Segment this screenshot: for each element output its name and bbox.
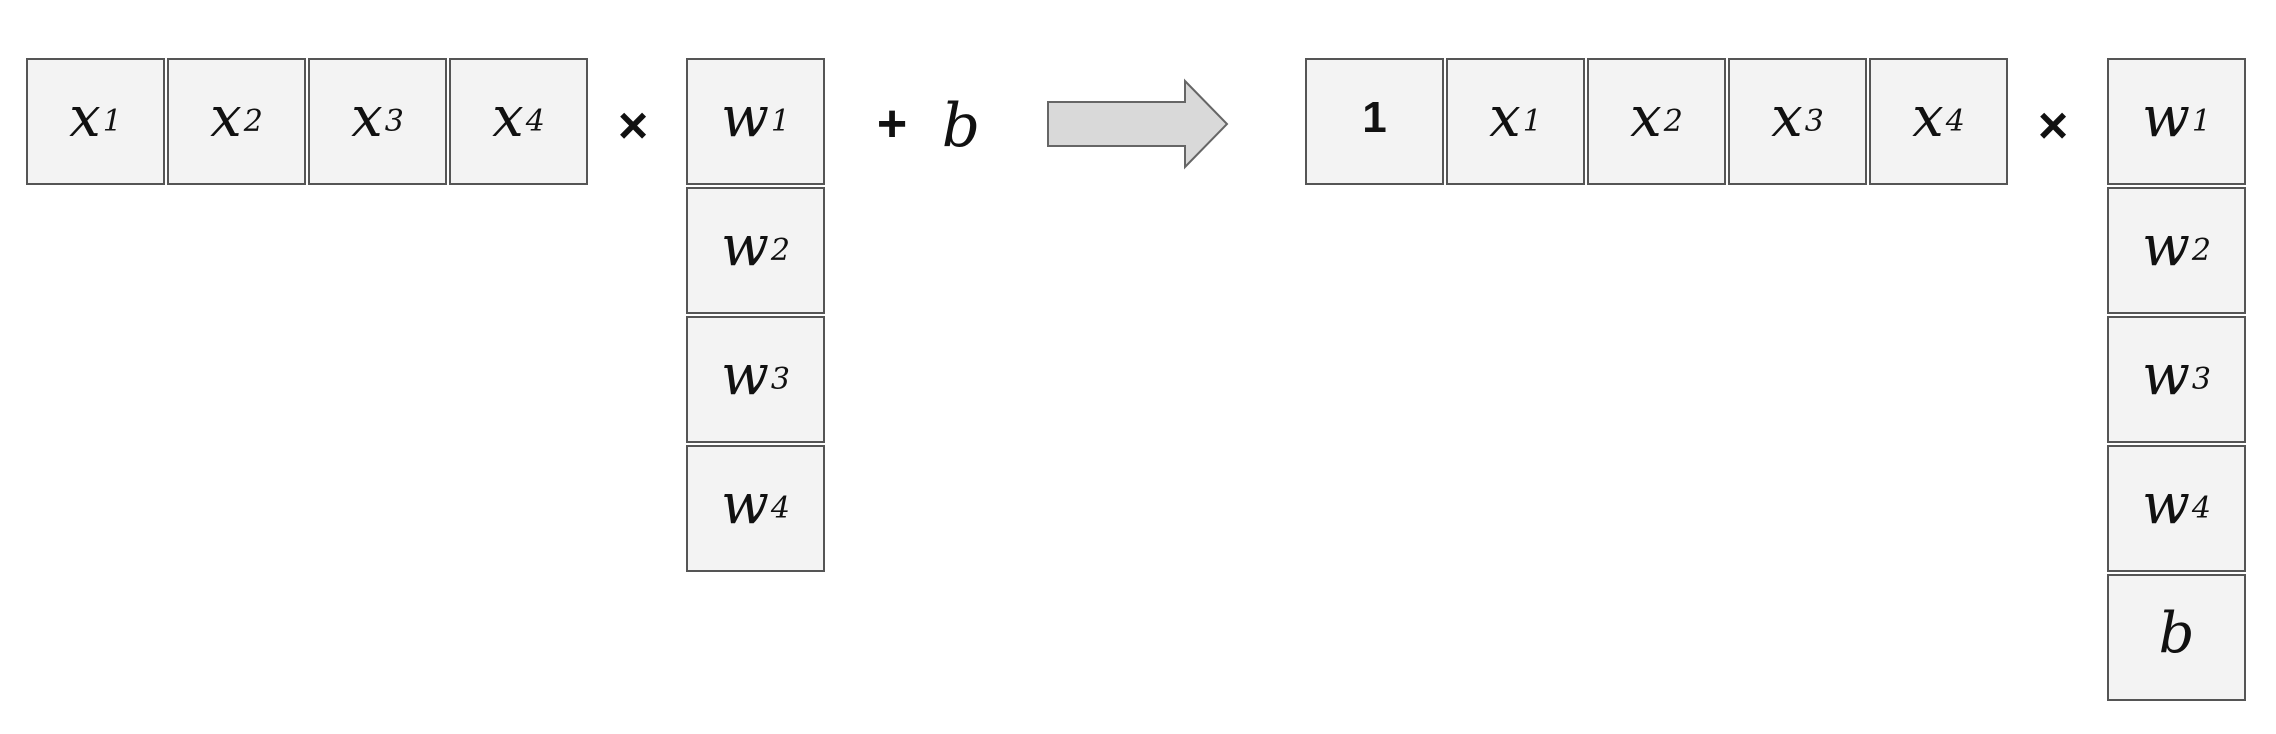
left-plus-operator: + xyxy=(876,95,908,153)
left-bias-symbol: b xyxy=(941,91,981,161)
right-times-operator: × xyxy=(2037,97,2069,155)
right-column-cell-b: b xyxy=(2107,574,2246,701)
right-row-cell-one: 1 xyxy=(1305,58,1444,185)
transform-arrow-shape xyxy=(1047,78,1229,170)
left-times-operator: × xyxy=(617,97,649,155)
transform-arrow-icon xyxy=(1047,78,1229,170)
